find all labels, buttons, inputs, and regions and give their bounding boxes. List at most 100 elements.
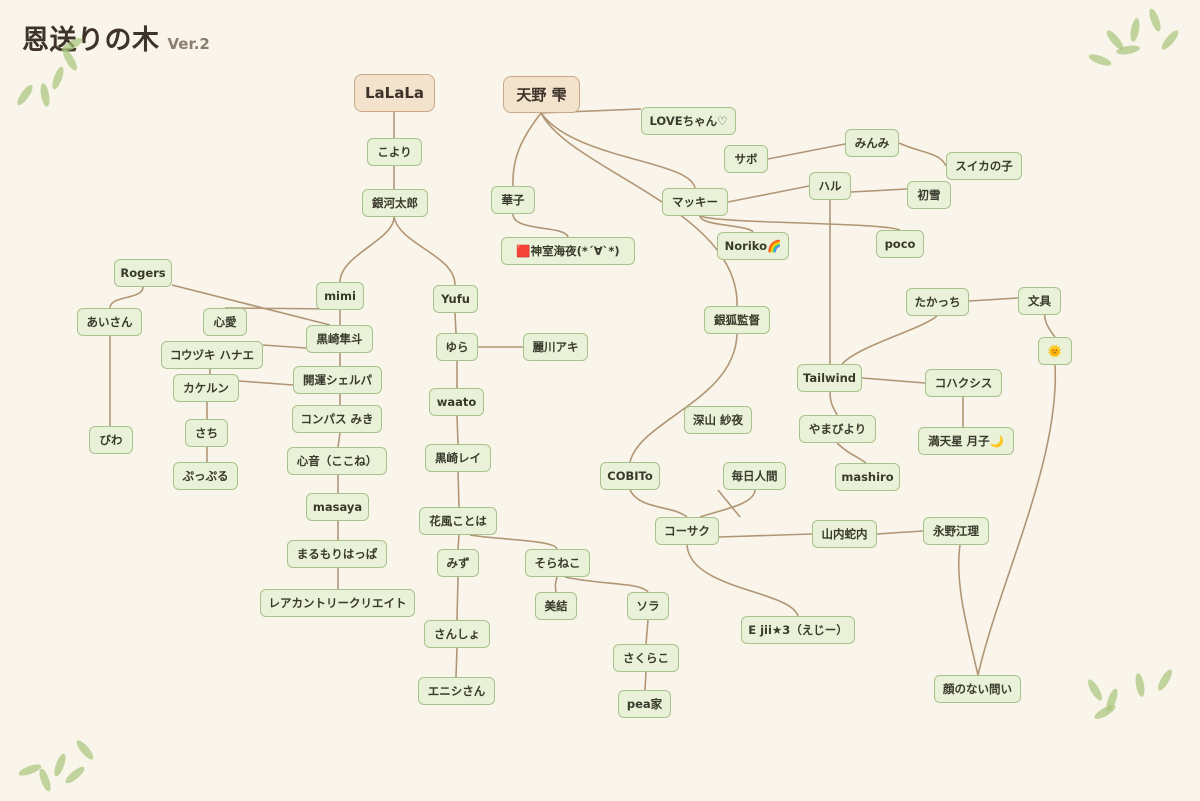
edge-55	[968, 297, 1019, 302]
edge-59	[829, 391, 838, 416]
node-sora[interactable]: ソラ	[627, 592, 669, 620]
node-compass[interactable]: コンパス みき	[292, 405, 382, 433]
node-fukami[interactable]: 深山 紗夜	[684, 406, 752, 434]
node-kaiun[interactable]: 開運シェルパ	[293, 366, 382, 394]
edge-44	[699, 215, 754, 233]
edge-24	[457, 471, 460, 508]
node-kamimuro[interactable]: 🟥神室海夜(*´∀`*)	[501, 237, 635, 265]
edge-60	[836, 442, 867, 464]
edge-39	[767, 143, 846, 160]
node-kao[interactable]: 顔のない問い	[934, 675, 1021, 703]
node-haru[interactable]: ハル	[809, 172, 851, 200]
edge-40	[898, 142, 947, 167]
node-biwa[interactable]: びわ	[89, 426, 133, 454]
edge-50	[876, 530, 924, 535]
edge-2	[339, 216, 395, 283]
node-poco[interactable]: poco	[876, 230, 924, 258]
node-cobito[interactable]: COBITo	[600, 462, 660, 490]
node-ginko[interactable]: 銀狐監督	[704, 306, 770, 334]
edge-23	[456, 415, 459, 445]
node-shinai[interactable]: 心愛	[203, 308, 247, 336]
node-mashiro[interactable]: mashiro	[835, 463, 900, 491]
edge-49	[718, 533, 813, 538]
node-eji[interactable]: E jii★3（えじー）	[741, 616, 855, 644]
node-yamauchi[interactable]: 山内蛇内	[812, 520, 877, 548]
node-amano[interactable]: 天野 雫	[503, 76, 580, 113]
node-rare[interactable]: レアカントリークリエイト	[260, 589, 415, 617]
node-lalala[interactable]: LaLaLa	[354, 74, 435, 112]
edge-26	[456, 576, 459, 621]
node-suika[interactable]: スイカの子	[946, 152, 1022, 180]
node-mackey[interactable]: マッキー	[662, 188, 728, 216]
node-mainichi[interactable]: 毎日人間	[723, 462, 786, 490]
edge-30	[564, 576, 649, 593]
edge-15	[262, 344, 307, 349]
edge-11	[109, 286, 144, 309]
node-sabo[interactable]: サボ	[724, 145, 768, 173]
edge-56	[841, 315, 938, 365]
node-sun[interactable]: 🌞	[1038, 337, 1072, 365]
node-enishi[interactable]: エニシさん	[418, 677, 495, 705]
node-kosaku[interactable]: コーサク	[655, 517, 719, 545]
node-waato[interactable]: waato	[429, 388, 484, 416]
node-gingataro[interactable]: 銀河太郎	[362, 189, 428, 217]
node-kaserun[interactable]: カケルン	[173, 374, 239, 402]
node-peaya[interactable]: pea家	[618, 690, 671, 718]
node-aisan[interactable]: あいさん	[77, 308, 142, 336]
node-takacchi[interactable]: たかっち	[906, 288, 969, 316]
node-mizu[interactable]: みず	[437, 549, 479, 577]
node-yura[interactable]: ゆら	[436, 333, 478, 361]
node-sachi[interactable]: さち	[185, 419, 228, 447]
node-noriko[interactable]: Noriko🌈	[717, 232, 789, 260]
node-sakurako[interactable]: さくらこ	[613, 644, 679, 672]
node-mimi[interactable]: mimi	[316, 282, 364, 310]
version-label: Ver.2	[167, 35, 210, 53]
edge-27	[455, 647, 458, 678]
node-kohakushisu[interactable]: コハクシス	[925, 369, 1002, 397]
node-kouzuki[interactable]: コウヅキ ハナエ	[161, 341, 263, 369]
edge-36	[540, 112, 696, 189]
node-marumori[interactable]: まるもりはっぱ	[287, 540, 387, 568]
edge-20	[454, 312, 457, 334]
edge-13	[171, 284, 331, 326]
node-nagano[interactable]: 永野江理	[923, 517, 989, 545]
node-mieru[interactable]: 美結	[535, 592, 577, 620]
node-tailwind[interactable]: Tailwind	[797, 364, 862, 392]
edge-25	[457, 534, 460, 550]
node-lovechan[interactable]: LOVEちゃん♡	[641, 107, 736, 135]
edge-3	[393, 216, 456, 286]
edge-46	[629, 489, 688, 518]
node-kokone[interactable]: 心音（ここね）	[287, 447, 387, 475]
node-yamabiyori[interactable]: やまびより	[799, 415, 876, 443]
node-koyori[interactable]: こより	[367, 138, 422, 166]
node-bungu[interactable]: 文具	[1018, 287, 1061, 315]
node-rogers[interactable]: Rogers	[114, 259, 172, 287]
node-minmi[interactable]: みんみ	[845, 129, 899, 157]
title-text: 恩送りの木	[22, 25, 160, 56]
node-hatsuyuki[interactable]: 初雪	[907, 181, 951, 209]
edge-52	[957, 544, 979, 676]
node-masaya[interactable]: masaya	[306, 493, 369, 521]
edge-7	[337, 432, 341, 448]
node-kurosaki-rei[interactable]: 黒崎レイ	[425, 444, 491, 472]
edge-37	[540, 112, 738, 307]
edge-51	[686, 544, 799, 617]
node-reikawa[interactable]: 麗川アキ	[523, 333, 588, 361]
edge-47	[717, 489, 741, 518]
node-yufu[interactable]: Yufu	[433, 285, 478, 313]
edge-41	[727, 185, 810, 203]
node-kazahana[interactable]: 花風ことは	[419, 507, 497, 535]
node-kurosaki-hayato[interactable]: 黒崎隼斗	[306, 325, 373, 353]
edge-17	[238, 380, 294, 386]
node-mantenboshi[interactable]: 満天星 月子🌙	[918, 427, 1014, 455]
edge-28	[469, 534, 558, 550]
node-hanako[interactable]: 華子	[491, 186, 535, 214]
edge-42	[850, 188, 908, 193]
node-soraneko[interactable]: そらねこ	[525, 549, 590, 577]
node-sanshou[interactable]: さんしょ	[424, 620, 490, 648]
edge-45	[699, 215, 901, 231]
edge-32	[644, 671, 647, 691]
node-pupuru[interactable]: ぷっぷる	[173, 462, 238, 490]
edge-34	[512, 213, 569, 238]
